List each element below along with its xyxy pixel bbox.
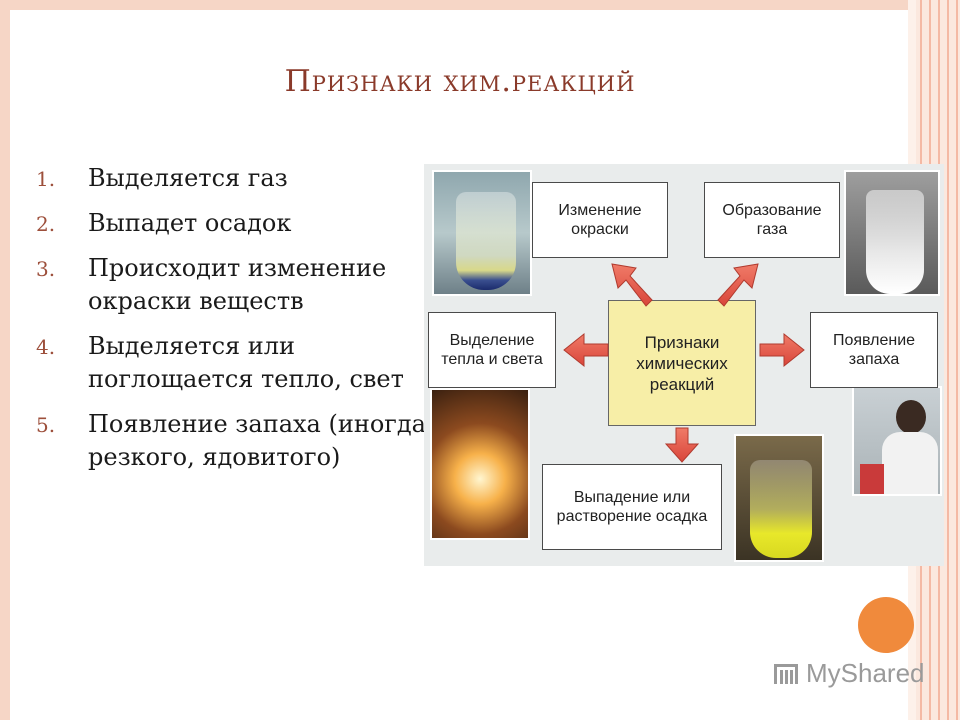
photo-flame [430,388,530,540]
arrow-down [664,427,700,463]
arrow-up-right [717,263,759,307]
frame-left [0,0,10,720]
list-item: 5.Появление запаха (иногда резкого, ядов… [36,410,426,471]
signs-list: 1.Выделяется газ 2.Выпадет осадок 3.Прои… [36,162,426,486]
photo-gas-flask [844,170,940,296]
arrow-right [759,332,805,368]
box-smell: Появление запаха [810,312,938,388]
box-color-change: Изменение окраски [532,182,668,258]
slide-title: Признаки хим.реакций [284,64,636,99]
photo-chemist [852,386,942,496]
decorative-orange-circle [858,597,914,653]
arrow-up-left [611,263,653,307]
watermark-text: MyShared [806,658,925,688]
photo-precipitate-flask [734,434,824,562]
myshared-logo-icon [772,660,800,688]
box-precipitate: Выпадение или растворение осадка [542,464,722,550]
photo-color-change-flask [432,170,532,296]
box-heat-light: Выделение тепла и света [428,312,556,388]
arrow-left [563,332,609,368]
arrows-layer [563,263,805,463]
reaction-signs-diagram: Изменение окраски Образование газа Выдел… [424,164,944,566]
box-gas: Образование газа [704,182,840,258]
list-item: 3.Происходит изменение окраски веществ [36,254,387,315]
list-item: 4.Выделяется или поглощается тепло, свет [36,332,404,393]
watermark: MyShared [772,658,925,689]
box-center-title: Признаки химических реакций [608,300,756,426]
frame-top [0,0,960,10]
list-item: 2.Выпадет осадок [36,209,292,237]
list-item: 1.Выделяется газ [36,164,288,192]
